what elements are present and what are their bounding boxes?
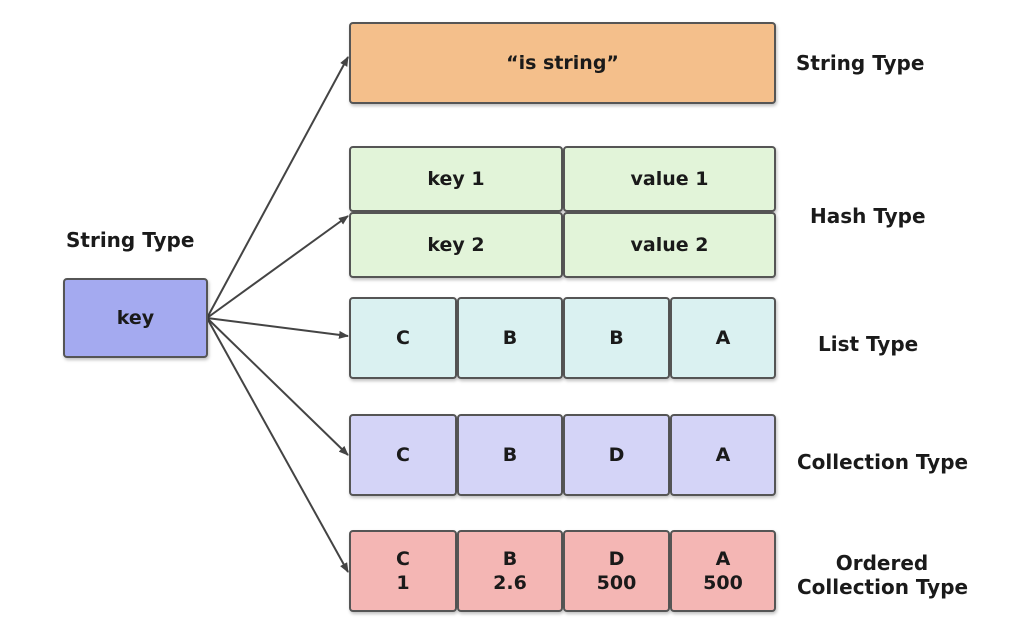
collection-item-cell: C xyxy=(349,414,457,496)
ordered-score: 500 xyxy=(703,572,743,594)
ordered-member: C xyxy=(396,548,410,570)
hash-type-label: Hash Type xyxy=(810,204,926,228)
ordered-type-label-line1: Ordered xyxy=(835,551,929,575)
collection-type-label: Collection Type xyxy=(797,450,969,474)
arrow-to-ordered xyxy=(206,317,349,573)
hash-value-cell: value 1 xyxy=(563,146,776,212)
arrow-to-list xyxy=(206,317,349,339)
arrow-to-collection xyxy=(206,317,349,456)
list-item-cell: A xyxy=(670,297,776,379)
ordered-member: A xyxy=(715,548,731,570)
ordered-item-cell: C 1 xyxy=(349,530,457,612)
ordered-member: D xyxy=(608,548,625,570)
hash-key-cell: key 1 xyxy=(349,146,563,212)
ordered-type-label-line2: Collection Type xyxy=(797,575,969,599)
ordered-item-cell: B 2.6 xyxy=(457,530,563,612)
list-item-cell: B xyxy=(563,297,670,379)
arrow-to-string xyxy=(206,56,349,319)
key-type-label: String Type xyxy=(66,228,195,252)
collection-item-cell: A xyxy=(670,414,776,496)
ordered-item-cell: D 500 xyxy=(563,530,670,612)
hash-key-cell: key 2 xyxy=(349,212,563,278)
arrow-to-hash xyxy=(206,215,349,319)
ordered-item-cell: A 500 xyxy=(670,530,776,612)
key-box: key xyxy=(63,278,208,358)
string-type-label: String Type xyxy=(796,51,925,75)
collection-item-cell: B xyxy=(457,414,563,496)
collection-item-cell: D xyxy=(563,414,670,496)
ordered-score: 500 xyxy=(596,572,637,594)
ordered-member: B xyxy=(502,548,518,570)
list-item-cell: B xyxy=(457,297,563,379)
string-value-box: “is string” xyxy=(349,22,776,104)
ordered-type-label: Ordered Collection Type xyxy=(797,551,969,599)
list-item-cell: C xyxy=(349,297,457,379)
hash-value-cell: value 2 xyxy=(563,212,776,278)
ordered-score: 1 xyxy=(396,572,410,594)
ordered-score: 2.6 xyxy=(493,572,527,594)
list-type-label: List Type xyxy=(818,332,919,356)
